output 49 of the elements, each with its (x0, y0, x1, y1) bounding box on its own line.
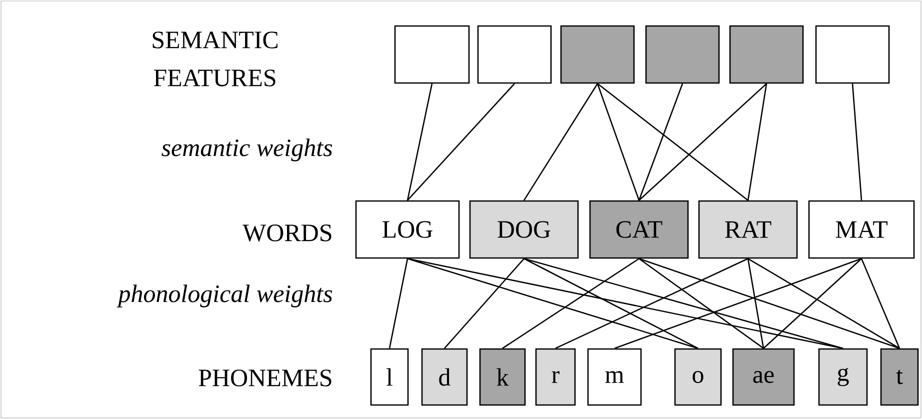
connection-line (763, 258, 862, 349)
feature-box (394, 25, 470, 84)
connection-line (638, 83, 684, 201)
connection-line (406, 84, 433, 200)
connection-line (524, 258, 698, 349)
phoneme-box: g (818, 348, 868, 406)
feature-box (729, 25, 804, 84)
connection-line (555, 258, 748, 349)
connection-line (407, 258, 698, 349)
connection-line (748, 258, 900, 349)
phoneme-box: d (421, 348, 468, 406)
phoneme-box: t (880, 348, 919, 406)
connection-line (407, 258, 844, 349)
connection-line (388, 258, 408, 348)
phoneme-box: o (674, 348, 722, 406)
word-box: CAT (589, 200, 689, 259)
word-box: DOG (469, 200, 579, 259)
row-heading: PHONEMES (198, 370, 332, 386)
connection-line (444, 258, 524, 349)
feature-box (815, 25, 890, 84)
connection-line (638, 258, 900, 349)
phoneme-box: l (370, 348, 409, 406)
word-box: LOG (355, 200, 460, 259)
word-box: MAT (808, 200, 915, 259)
phoneme-box: ae (732, 348, 795, 406)
connection-line (747, 84, 768, 200)
connection-line (597, 83, 748, 201)
connection-line (596, 83, 640, 201)
connection-line (638, 258, 764, 349)
connection-line (523, 83, 598, 201)
connection-line (407, 83, 515, 201)
row-heading: WORDS (242, 224, 332, 242)
phoneme-box: k (479, 348, 526, 406)
phoneme-box: m (587, 348, 642, 406)
connection-line (502, 258, 640, 349)
weights-label: semantic weights (162, 138, 332, 162)
feature-box (477, 25, 552, 84)
weights-label: phonological weights (116, 284, 332, 308)
phoneme-box: r (535, 348, 576, 406)
feature-box (645, 25, 720, 84)
connection-line (860, 258, 900, 349)
connection-line (747, 258, 764, 348)
connection-line (614, 258, 862, 349)
connection-line (524, 258, 844, 349)
connection-line (852, 84, 862, 200)
row-heading: SEMANTIC FEATURES (152, 32, 278, 86)
connection-line (638, 83, 767, 201)
feature-box (560, 25, 635, 84)
word-box: RAT (698, 200, 798, 259)
